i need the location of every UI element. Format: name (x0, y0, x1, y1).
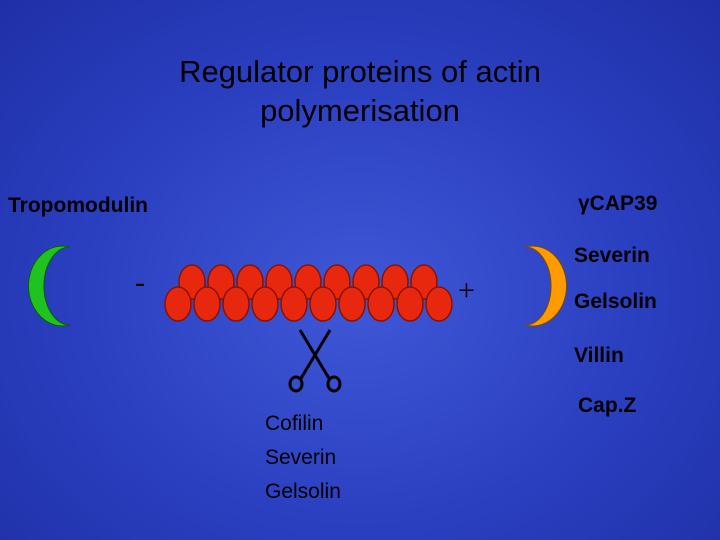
right-item-capz: Cap.Z (578, 394, 637, 417)
actin-subunit (280, 286, 308, 322)
orange-crescent-icon (524, 245, 568, 327)
title-line-2: polymerisation (260, 93, 460, 128)
tropomodulin-label: Tropomodulin (8, 194, 148, 217)
actin-subunit (164, 286, 192, 322)
actin-subunit (425, 286, 453, 322)
scissors-icon (288, 329, 342, 393)
actin-filament (164, 264, 453, 322)
bottom-item-severin: Severin (265, 446, 337, 469)
right-item-villin: Villin (574, 344, 624, 367)
actin-subunit (309, 286, 337, 322)
bottom-item-gelsolin: Gelsolin (265, 480, 341, 503)
gcap39-label: γCAP39 (578, 192, 658, 215)
green-crescent-icon (27, 245, 71, 327)
bottom-item-cofilin: Cofilin (265, 412, 324, 435)
actin-subunit (396, 286, 424, 322)
actin-subunit (367, 286, 395, 322)
title-line-1: Regulator proteins of actin (179, 54, 541, 89)
right-item-severin: Severin (574, 244, 650, 267)
actin-subunit (251, 286, 279, 322)
actin-subunit (338, 286, 366, 322)
right-item-gelsolin: Gelsolin (574, 290, 657, 313)
actin-subunit (222, 286, 250, 322)
actin-subunit (193, 286, 221, 322)
slide-title: Regulator proteins of actin polymerisati… (130, 52, 590, 130)
minus-end-label: - (135, 266, 145, 299)
plus-end-label: + (458, 274, 475, 307)
